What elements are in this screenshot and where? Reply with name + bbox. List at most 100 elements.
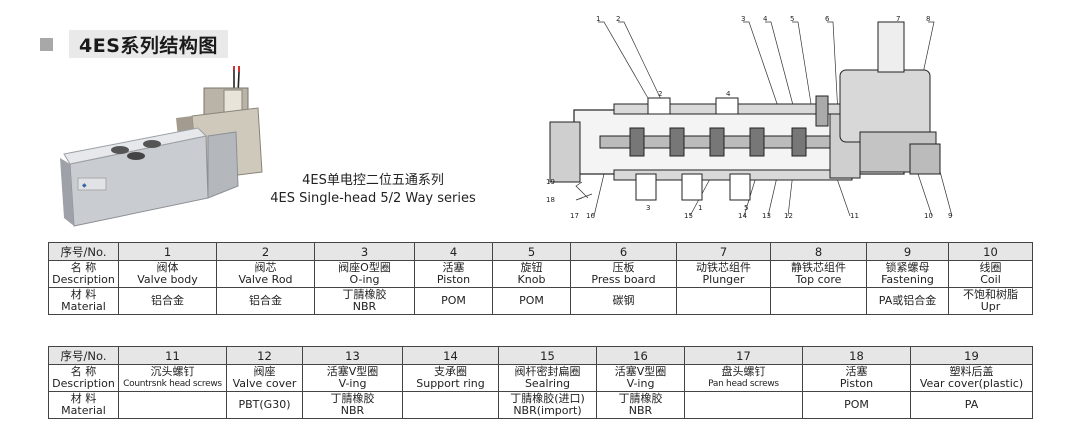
part-no: 5 xyxy=(492,242,571,261)
diagram-label: 18 xyxy=(546,196,555,204)
diagram-label: 2 xyxy=(616,15,620,23)
title-box: 4ES系列结构图 xyxy=(69,30,228,58)
part-material xyxy=(402,391,499,419)
part-material xyxy=(118,391,227,419)
part-no: 17 xyxy=(684,346,803,365)
part-no: 9 xyxy=(866,242,949,261)
diagram-label: 19 xyxy=(546,178,555,186)
part-material: 铝合金 xyxy=(118,287,217,315)
part-material: POM xyxy=(414,287,493,315)
caption-en: 4ES Single-head 5/2 Way series xyxy=(270,191,476,206)
diagram-label: 7 xyxy=(896,15,900,23)
diagram-label: 14 xyxy=(738,212,747,220)
diagram-label: 4 xyxy=(763,15,768,23)
diagram-label: 10 xyxy=(924,212,933,220)
part-no: 12 xyxy=(226,346,303,365)
part-material: PA xyxy=(910,391,1033,419)
diagram-label: 4 xyxy=(726,90,731,98)
product-caption: 4ES单电控二位五通系列 4ES Single-head 5/2 Way ser… xyxy=(238,172,508,208)
diagram-label: 17 xyxy=(570,212,579,220)
diagram-label: 2 xyxy=(658,90,662,98)
part-material xyxy=(676,287,771,315)
diagram-label: 1 xyxy=(698,204,702,212)
table1-header-row: 序号/No. 1 2 3 4 5 6 7 8 9 10 xyxy=(48,242,1033,261)
part-no: 7 xyxy=(676,242,771,261)
part-material: 铝合金 xyxy=(216,287,315,315)
diagram-label: 15 xyxy=(684,212,693,220)
part-no: 19 xyxy=(910,346,1033,365)
title-bullet-square xyxy=(40,37,53,51)
part-material: 碳钢 xyxy=(570,287,677,315)
part-material: 丁腈橡胶(进口)NBR(import) xyxy=(498,391,597,419)
part-no: 18 xyxy=(802,346,911,365)
diagram-label: 16 xyxy=(586,212,595,220)
part-material: POM xyxy=(492,287,571,315)
diagram-label: 8 xyxy=(926,15,930,23)
part-no: 1 xyxy=(118,242,217,261)
no-label: 序号/No. xyxy=(48,242,119,261)
part-no: 2 xyxy=(216,242,315,261)
title-text: 4ES系列结构图 xyxy=(79,34,218,57)
part-no: 6 xyxy=(570,242,677,261)
part-no: 8 xyxy=(770,242,867,261)
part-material: PBT(G30) xyxy=(226,391,303,419)
part-material xyxy=(684,391,803,419)
part-no: 15 xyxy=(498,346,597,365)
diagram-label: 1 xyxy=(596,15,600,23)
part-no: 13 xyxy=(302,346,403,365)
part-material: PA或铝合金 xyxy=(866,287,949,315)
part-no: 14 xyxy=(402,346,499,365)
diagram-label: 6 xyxy=(825,15,830,23)
table2-header-row: 序号/No. 11 12 13 14 15 16 17 18 19 xyxy=(48,346,1033,365)
part-no: 4 xyxy=(414,242,493,261)
diagram-label: 9 xyxy=(948,212,952,220)
diagram-label: 5 xyxy=(790,15,794,23)
section-title: 4ES系列结构图 xyxy=(40,30,228,58)
diagram-label: 13 xyxy=(762,212,771,220)
no-label: 序号/No. xyxy=(48,346,119,365)
caption-cn: 4ES单电控二位五通系列 xyxy=(302,173,444,188)
diagram-label: 3 xyxy=(646,204,650,212)
diagram-label: 11 xyxy=(850,212,859,220)
diagram-label: 5 xyxy=(744,204,748,212)
part-no: 16 xyxy=(596,346,685,365)
part-no: 10 xyxy=(948,242,1033,261)
part-no: 3 xyxy=(314,242,415,261)
diagram-label: 12 xyxy=(784,212,793,220)
diagram-label: 3 xyxy=(741,15,745,23)
valve-product-image: ◆ xyxy=(60,66,263,227)
part-material: POM xyxy=(802,391,911,419)
structure-diagram: 1 2 3 4 5 6 7 8 2 4 19 18 17 16 3 15 1 5… xyxy=(546,15,952,220)
